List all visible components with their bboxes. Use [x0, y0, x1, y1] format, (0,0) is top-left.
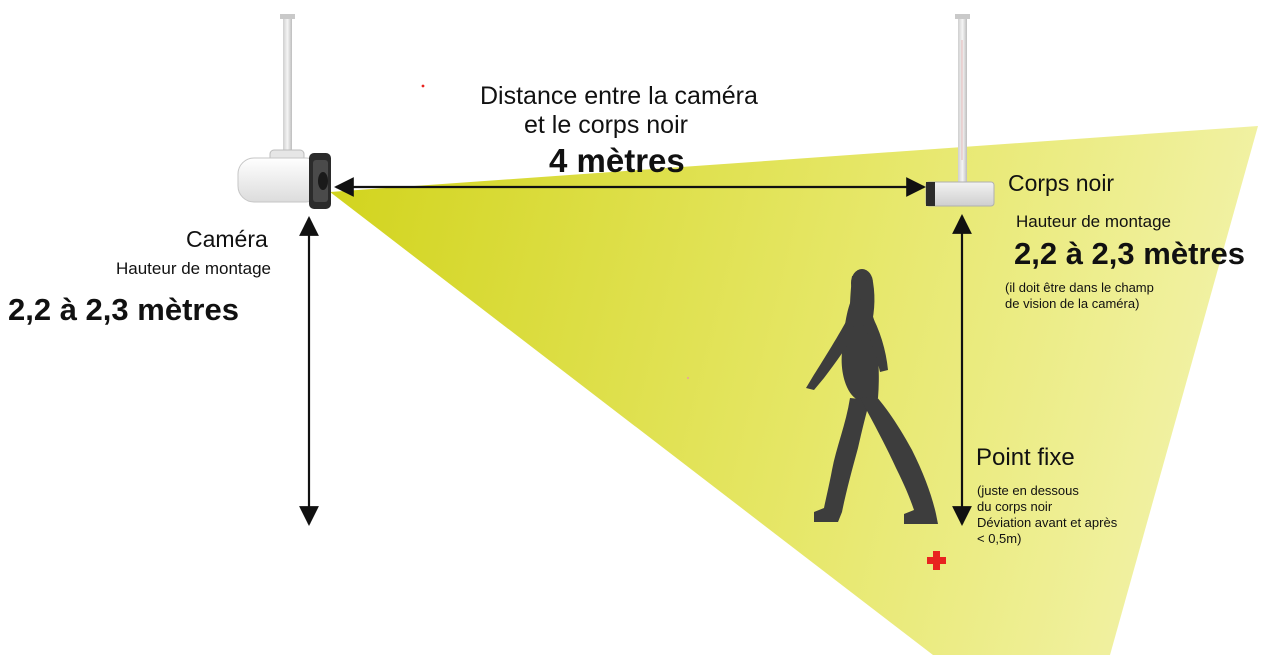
- fixed-point-line2: du corps noir: [977, 499, 1053, 514]
- camera-field-of-view: [330, 126, 1258, 655]
- blackbody-title: Corps noir: [1008, 170, 1115, 196]
- fixed-point-line1: (juste en dessous: [977, 483, 1079, 498]
- camera-height-value: 2,2 à 2,3 mètres: [8, 292, 239, 327]
- blackbody-note-line2: de vision de la caméra): [1005, 296, 1140, 311]
- fixed-point-line3: Déviation avant et après: [977, 515, 1118, 530]
- blackbody-height-value: 2,2 à 2,3 mètres: [1014, 236, 1245, 271]
- blackbody-note-line1: (il doit être dans le champ: [1005, 280, 1154, 295]
- fixed-point-line4: < 0,5m): [977, 531, 1022, 546]
- blackbody-pole-cap: [955, 14, 970, 19]
- speck-dot: [421, 84, 425, 88]
- camera-title: Caméra: [186, 226, 268, 252]
- camera-pole-cap: [280, 14, 295, 19]
- blackbody-device-icon: [925, 181, 995, 207]
- camera-mount-label: Hauteur de montage: [116, 259, 271, 278]
- distance-label-line1: Distance entre la caméra: [480, 82, 758, 110]
- red-cross-marker-icon: [927, 551, 946, 570]
- walking-person-icon: [806, 269, 938, 524]
- distance-value: 4 mètres: [549, 142, 685, 179]
- speck-dot: [687, 377, 689, 379]
- camera-mount-pole: [283, 14, 292, 154]
- distance-label-line2: et le corps noir: [524, 111, 688, 139]
- blackbody-mount-label: Hauteur de montage: [1016, 212, 1171, 231]
- camera-icon: [237, 149, 331, 209]
- fixed-point-title: Point fixe: [976, 444, 1075, 471]
